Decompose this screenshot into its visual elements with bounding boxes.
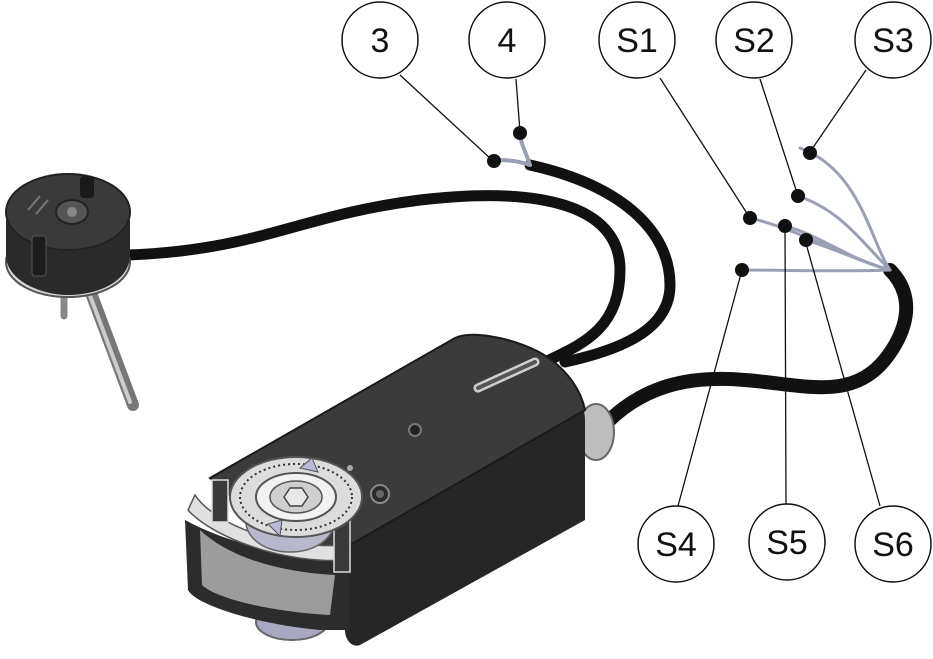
position-pointer-top — [298, 457, 319, 473]
cables — [122, 159, 914, 437]
actuator-side-face — [345, 397, 585, 646]
callout-s2: S2 — [715, 1, 793, 79]
indicator-dot — [347, 465, 353, 471]
auxiliary-switch-device — [5, 173, 139, 411]
callout-s1: S1 — [598, 1, 676, 79]
leader-s1 — [659, 77, 751, 219]
top-screw — [408, 423, 422, 437]
callout-s6-label: S6 — [872, 526, 914, 564]
wire-s3 — [798, 146, 892, 272]
callout-s6: S6 — [854, 505, 932, 583]
callout-4-label: 4 — [498, 22, 517, 60]
wire-s2 — [796, 194, 892, 272]
callout-3-label: 3 — [371, 22, 390, 60]
dot-s2 — [791, 189, 805, 203]
callout-s4-label: S4 — [655, 526, 697, 564]
callout-s4: S4 — [637, 505, 715, 583]
switch-wires — [738, 146, 892, 273]
callout-3: 3 — [341, 1, 419, 79]
dot-s3 — [803, 146, 817, 160]
dial-hex-nut — [283, 487, 309, 507]
cable-wires-3-4 — [524, 159, 676, 368]
dot-s6 — [799, 233, 813, 247]
callout-s2-label: S2 — [733, 22, 775, 60]
dot-3 — [487, 154, 501, 168]
aux-marking-2 — [35, 199, 49, 215]
dot-s4 — [735, 263, 749, 277]
position-pointer-bottom — [267, 519, 283, 538]
aux-clip — [31, 235, 47, 277]
callout-bubbles: 3 4 S1 S2 S3 S4 S5 S6 — [341, 1, 932, 583]
actuator — [185, 333, 615, 646]
wire-s6 — [803, 238, 892, 272]
leader-lines — [399, 69, 881, 507]
aux-notch — [80, 176, 94, 198]
aux-probe-rod-highlight — [84, 283, 132, 404]
leader-s6 — [804, 239, 881, 507]
leader-s4 — [677, 269, 743, 507]
rotary-dial — [229, 456, 363, 553]
front-post-left — [211, 479, 229, 523]
front-end-cap-light — [200, 530, 335, 615]
lock-screw-center — [376, 490, 384, 498]
cable-switch-wires — [593, 263, 914, 437]
wire-end-dots — [487, 126, 817, 277]
callout-s3-label: S3 — [872, 22, 914, 60]
wire-s4 — [738, 268, 892, 273]
leader-s2 — [759, 78, 799, 197]
leader-4 — [515, 78, 521, 133]
leader-s3 — [809, 69, 867, 153]
leader-3 — [399, 74, 493, 161]
callout-4: 4 — [468, 1, 546, 79]
callout-s5: S5 — [748, 503, 826, 581]
top-slot-inner — [476, 360, 537, 390]
dot-s5 — [778, 219, 792, 233]
dot-s1 — [743, 211, 757, 225]
leader-s5 — [784, 225, 787, 505]
callout-s1-label: S1 — [616, 22, 658, 60]
dot-4 — [513, 126, 527, 140]
dial-scale — [239, 463, 353, 531]
cable-to-aux-switch — [122, 190, 626, 368]
aux-knob-screw — [67, 207, 77, 217]
aux-marking-1 — [27, 195, 41, 211]
callout-s5-label: S5 — [766, 524, 808, 562]
callout-s3: S3 — [854, 1, 932, 79]
